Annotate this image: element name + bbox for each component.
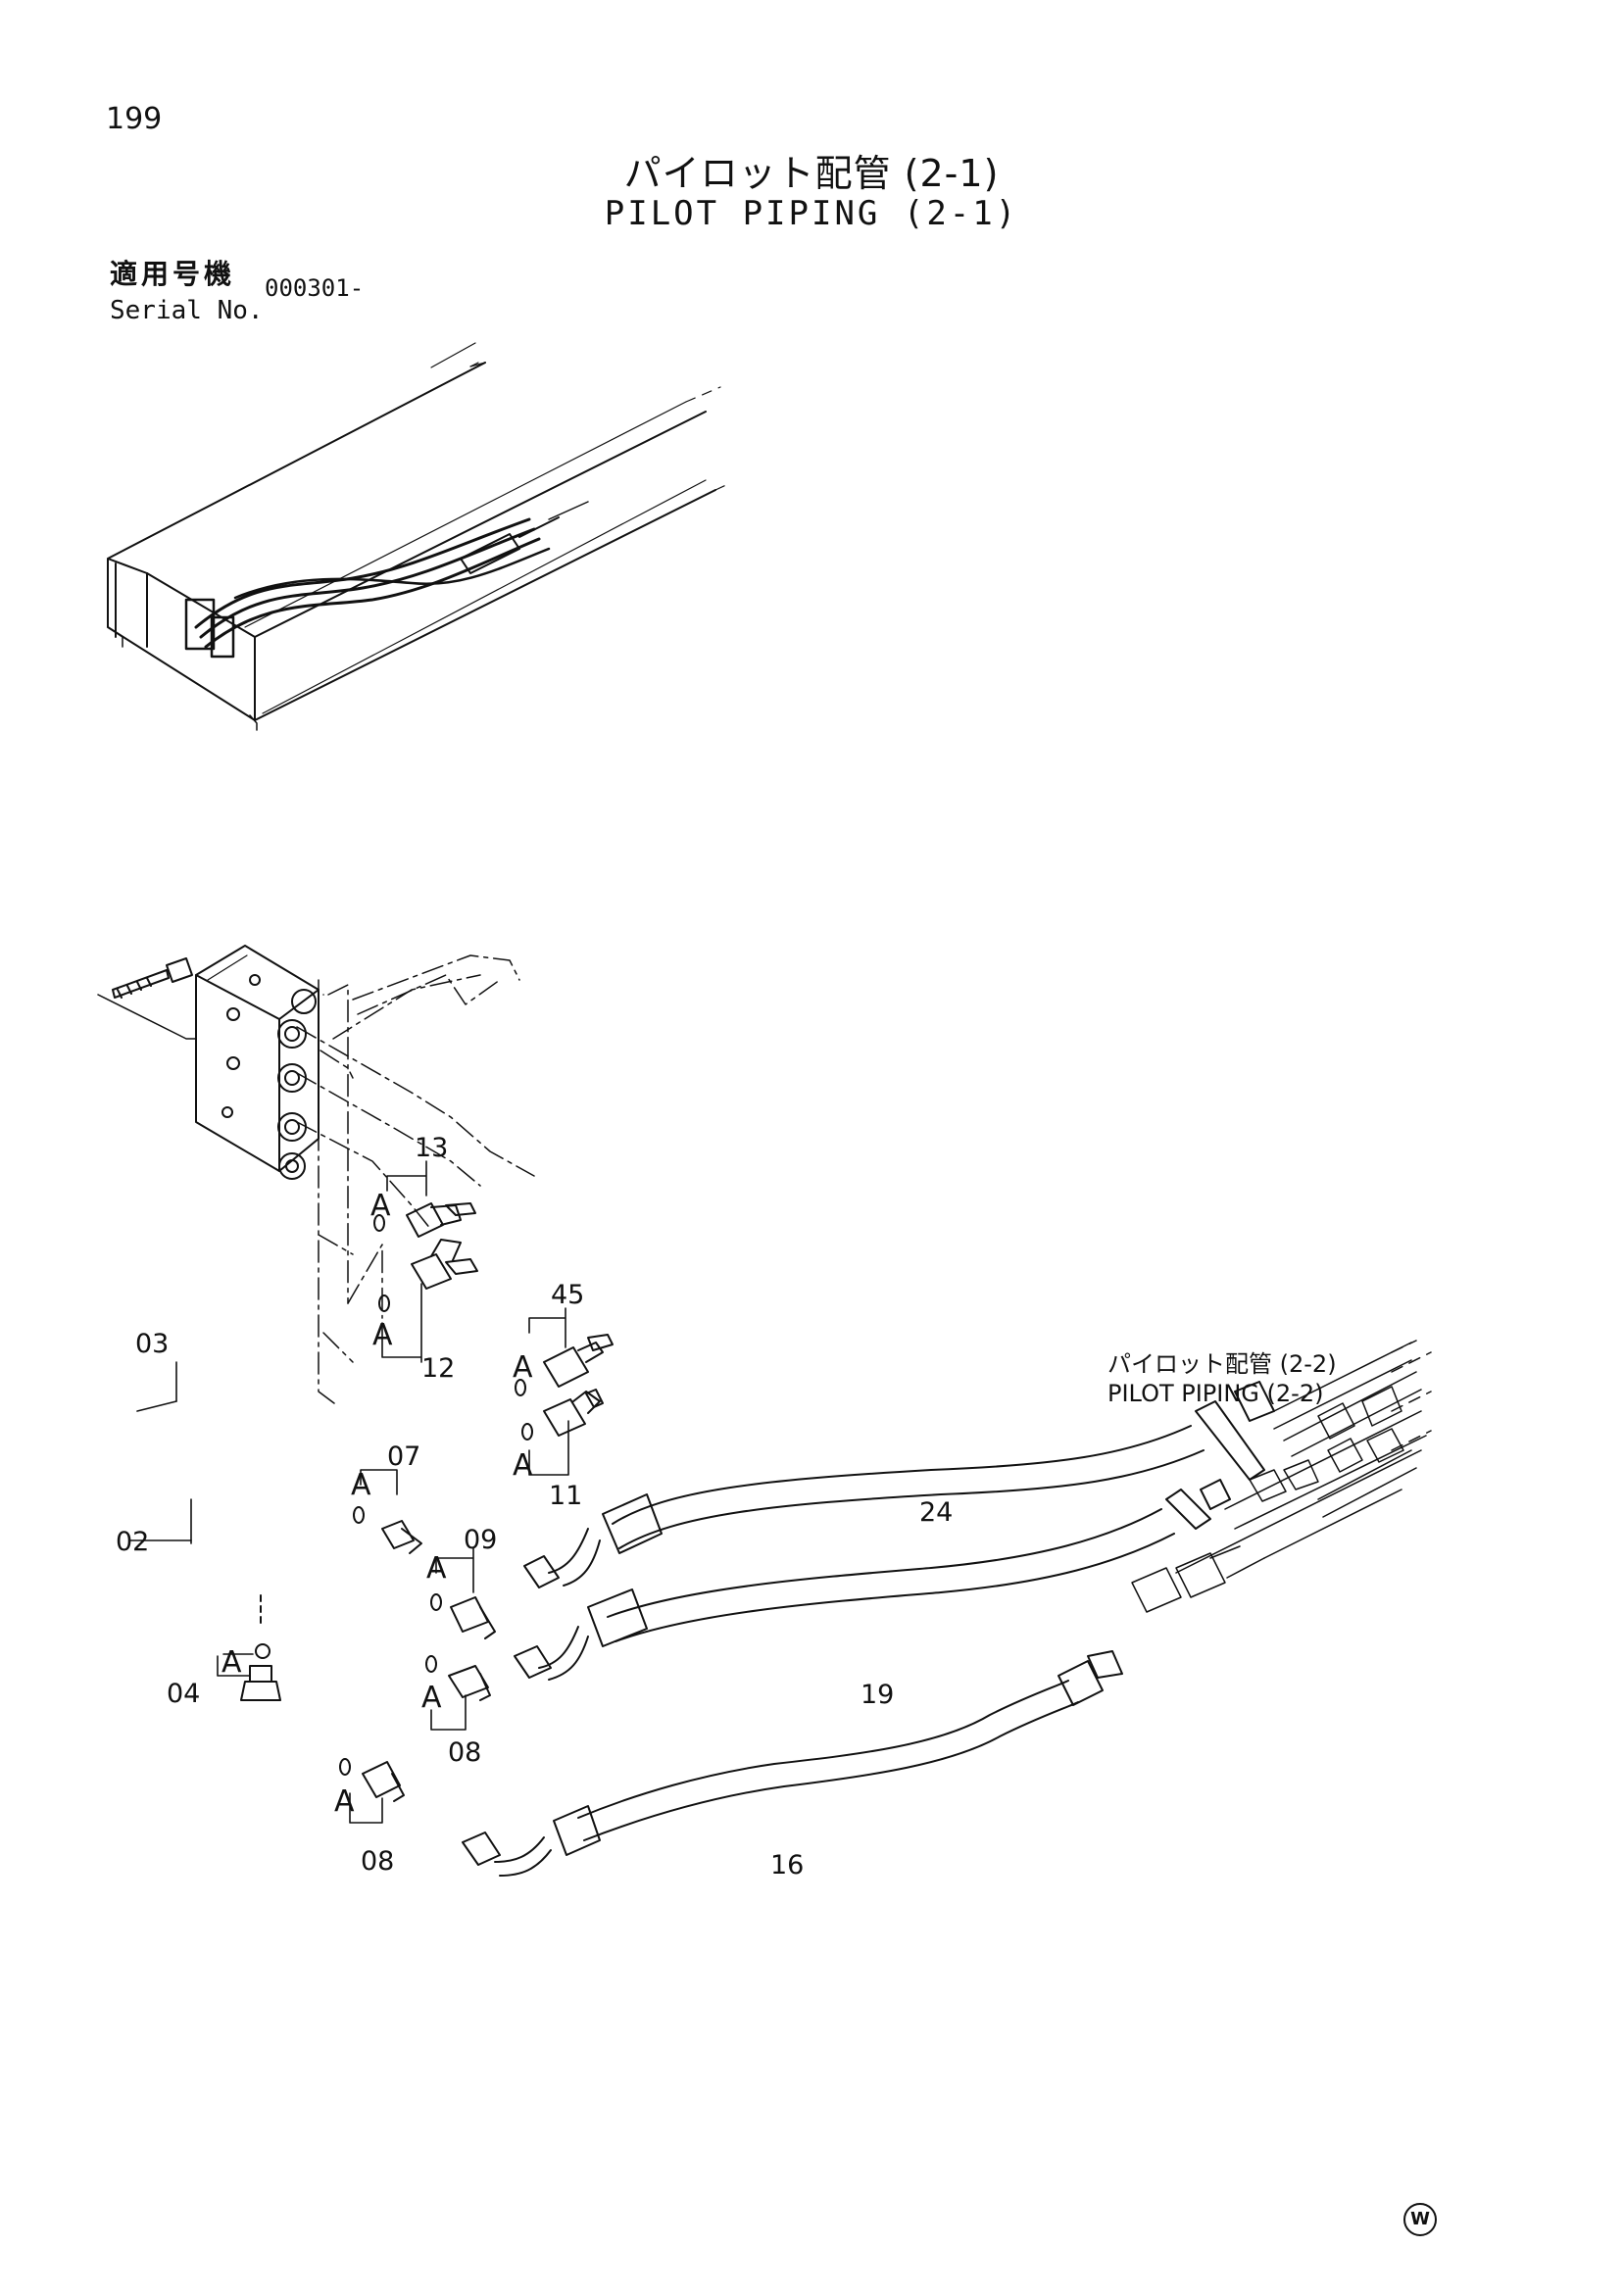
callout-08-lower: 08 — [361, 1846, 394, 1877]
page-number: 199 — [106, 102, 163, 136]
callout-labels: 13 12 45 11 03 07 09 02 04 08 08 24 19 1… — [116, 1133, 953, 1881]
callout-24: 24 — [919, 1497, 953, 1528]
fitting-08-lower — [339, 1758, 405, 1802]
leader-lines — [128, 1160, 569, 1824]
callout-04: 04 — [167, 1679, 200, 1709]
fitting-09 — [430, 1593, 496, 1639]
o-ring-marks: A A A A A A A A A A — [221, 1189, 533, 1819]
boom-overview-sketch — [107, 342, 731, 731]
continuation-reference-english: PILOT PIPING (2-2) — [1107, 1380, 1324, 1407]
seal-mark-a: A — [370, 1189, 391, 1223]
callout-08-upper: 08 — [448, 1737, 481, 1768]
seal-mark-a: A — [513, 1448, 533, 1483]
seal-mark-a: A — [513, 1350, 533, 1385]
serial-label-english: Serial No. — [110, 296, 264, 325]
serial-label-japanese: 適用号機 — [110, 258, 236, 290]
callout-45: 45 — [551, 1280, 584, 1310]
plug-04 — [240, 1594, 281, 1701]
callout-12: 12 — [421, 1353, 455, 1384]
seal-mark-a: A — [421, 1681, 442, 1715]
callout-11: 11 — [549, 1481, 582, 1511]
fitting-45 — [515, 1334, 614, 1396]
manifold-block-02 — [195, 945, 320, 1180]
fitting-13 — [373, 1202, 476, 1238]
fitting-07 — [353, 1506, 422, 1554]
fitting-11 — [521, 1389, 604, 1441]
callout-07: 07 — [387, 1441, 420, 1472]
corner-mark: W — [1403, 2203, 1437, 2236]
hose-19 — [514, 1479, 1231, 1681]
serial-number-range: 000301- — [265, 274, 365, 302]
callout-16: 16 — [770, 1850, 804, 1881]
callout-19: 19 — [861, 1680, 894, 1710]
seal-mark-a: A — [334, 1784, 355, 1819]
hose-24 — [523, 1381, 1275, 1588]
bolt-03 — [97, 957, 197, 1040]
page-title-english: PILOT PIPING (2-1) — [604, 194, 1019, 233]
hose-16 — [462, 1650, 1123, 1877]
seal-mark-a: A — [372, 1318, 393, 1352]
fitting-08-upper — [425, 1655, 491, 1701]
seal-mark-a: A — [221, 1645, 242, 1680]
assembly-lines — [296, 954, 535, 1407]
callout-02: 02 — [116, 1527, 149, 1557]
continuation-reference-japanese: パイロット配管 (2-2) — [1107, 1350, 1337, 1378]
seal-mark-a: A — [426, 1551, 447, 1586]
page-title-japanese: パイロット配管 (2-1) — [623, 152, 1000, 195]
callout-09: 09 — [464, 1525, 497, 1555]
seal-mark-a: A — [351, 1468, 371, 1502]
callout-13: 13 — [415, 1133, 448, 1163]
pipes-to-2-2 — [1131, 1340, 1432, 1613]
callout-03: 03 — [135, 1329, 169, 1359]
fitting-12 — [378, 1239, 478, 1312]
